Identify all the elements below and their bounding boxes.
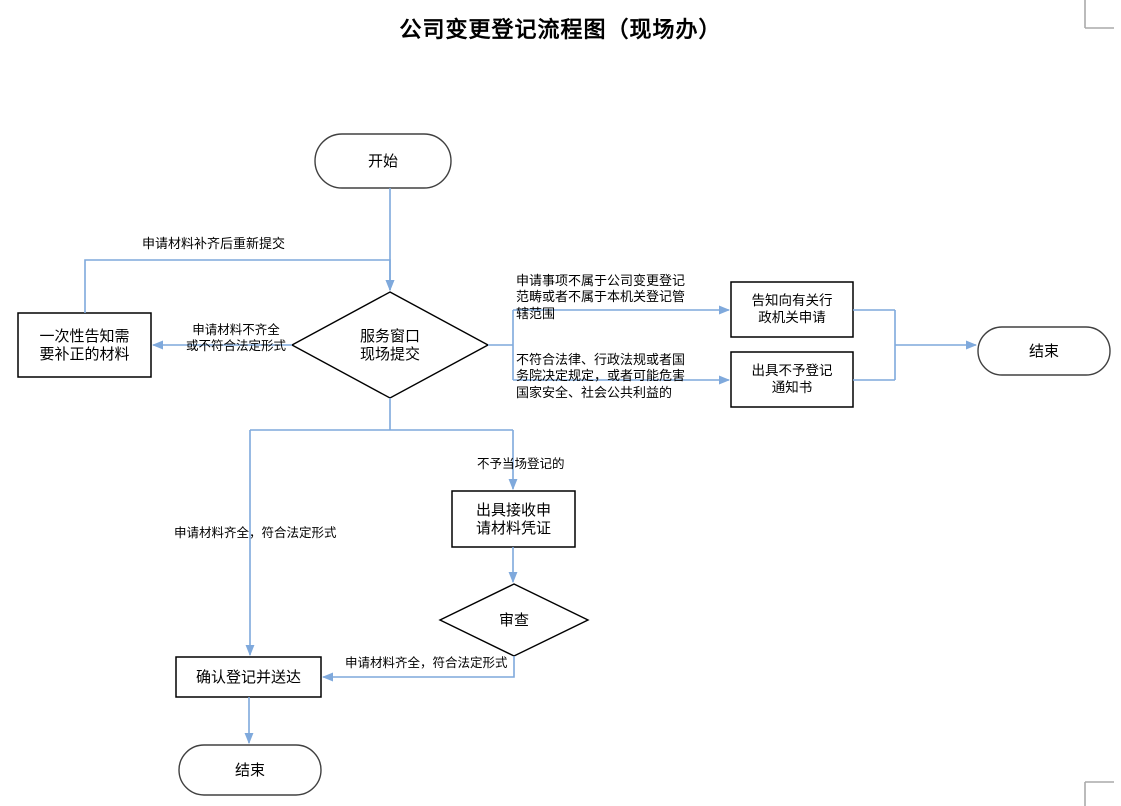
edge-label-complete-left: 申请材料齐全，符合法定形式	[174, 525, 337, 540]
page-title: 公司变更登记流程图（现场办）	[399, 17, 722, 43]
node-receipt-shape[interactable]	[451, 490, 576, 548]
node-review-shape[interactable]	[438, 583, 590, 657]
crop-mark-top-right	[1084, 0, 1114, 29]
edge-label-not-on-site: 不予当场登记的	[477, 456, 565, 471]
node-confirm-shape[interactable]	[175, 656, 322, 698]
node-inform-agency-shape[interactable]	[730, 281, 854, 338]
edge-label-complete-bottom: 申请材料齐全，符合法定形式	[345, 655, 508, 670]
edge-label-incomplete: 申请材料不齐全 或不符合法定形式	[185, 322, 286, 353]
node-submit-shape[interactable]	[290, 291, 490, 399]
node-start-shape[interactable]	[314, 133, 452, 189]
edge-review-to-confirm	[321, 656, 515, 682]
node-end-right-shape[interactable]	[977, 326, 1111, 376]
edge-label-resubmit: 申请材料补齐后重新提交	[142, 237, 286, 252]
node-refuse-notice-shape[interactable]	[730, 351, 854, 408]
edge-label-illegal: 不符合法律、行政法规或者国 务院决定规定，或者可能危害 国家安全、社会公共利益的	[516, 353, 686, 401]
crop-mark-bottom-right	[1084, 781, 1114, 806]
node-end-bottom-shape[interactable]	[178, 744, 322, 796]
edge-label-out-of-scope: 申请事项不属于公司变更登记 范畴或者不属于本机关登记管 辖范围	[516, 274, 686, 322]
node-notify-shape[interactable]	[17, 312, 152, 378]
edge-notify-to-submit	[84, 259, 395, 313]
